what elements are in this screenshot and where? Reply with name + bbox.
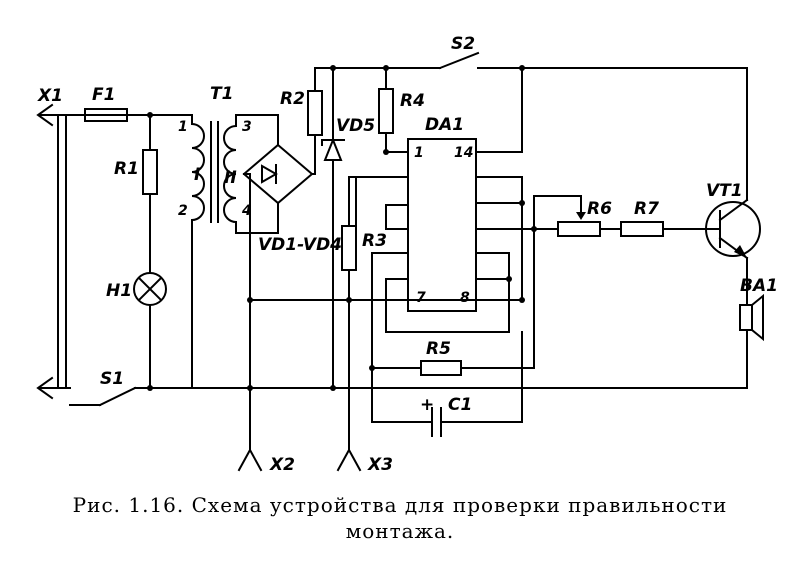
fuse-f1: F1: [65, 85, 193, 122]
label-t1: T1: [210, 84, 233, 104]
switch-s2: S2: [438, 34, 748, 201]
pin-t1-4: 4: [241, 203, 252, 219]
pin-t1-1: 1: [178, 119, 188, 135]
label-h1: H1: [106, 281, 132, 301]
label-x3: X3: [367, 455, 393, 475]
rail-pin7: [247, 202, 525, 303]
pin-da1-1: 1: [414, 145, 424, 161]
transistor-vt1: VT1: [705, 181, 761, 306]
caption-line-1: Рис. 1.16. Схема устройства для проверки…: [72, 493, 728, 517]
label-x1: X1: [37, 86, 63, 106]
label-f1: F1: [92, 85, 115, 105]
resistor-r4: R4: [378, 65, 425, 155]
capacitor-c1: + C1: [371, 331, 523, 437]
label-s1: S1: [100, 369, 124, 389]
label-c1: C1: [448, 395, 472, 415]
label-ba1: BA1: [740, 276, 778, 296]
switch-s1: S1: [69, 369, 193, 407]
label-vt1: VT1: [706, 181, 743, 201]
connector-x1: X1: [36, 86, 71, 400]
caption-line-2: монтажа.: [345, 519, 455, 543]
rail-ground: [191, 329, 748, 391]
label-s2: S2: [451, 34, 475, 54]
circuit-schematic: X1 F1 R1 H1 S1 T1: [36, 34, 778, 475]
label-x2: X2: [269, 455, 295, 475]
label-r7: R7: [634, 199, 659, 219]
label-da1: DA1: [425, 115, 464, 135]
label-bridge: VD1-VD4: [258, 235, 342, 255]
resistor-r1-lamp-h1: R1 H1: [106, 112, 167, 391]
figure-caption: Рис. 1.16. Схема устройства для проверки…: [0, 492, 800, 544]
label-r2: R2: [280, 89, 305, 109]
pin-da1-7: 7: [416, 290, 426, 306]
label-vd5: VD5: [336, 116, 375, 136]
label-c1-plus: +: [420, 395, 434, 415]
chip-da1: DA1 1 14 7 8: [355, 67, 535, 333]
pin-t1-2: 2: [178, 203, 188, 219]
pin-da1-8: 8: [460, 290, 470, 306]
pin-t1-3: 3: [242, 119, 252, 135]
speaker-ba1: BA1: [739, 276, 778, 342]
label-r1: R1: [114, 159, 139, 179]
pin-da1-14: 14: [454, 145, 473, 161]
label-winding-2: II: [224, 168, 237, 188]
potentiometer-r6: R6: [531, 195, 612, 369]
connector-x2: X2: [237, 447, 295, 475]
bridge-vd1-vd4: VD1-VD4: [242, 114, 342, 451]
resistor-r7: R7: [599, 199, 713, 237]
label-winding-1: I: [194, 165, 200, 185]
label-r3: R3: [362, 231, 387, 251]
label-r6: R6: [587, 199, 612, 219]
transformer-t1: T1 I II 1 2 3 4: [178, 84, 279, 389]
label-r4: R4: [400, 91, 425, 111]
zener-vd5: VD5: [321, 65, 375, 391]
resistor-r3-connector-x3: R3 X3: [336, 176, 393, 475]
label-r5: R5: [426, 339, 451, 359]
